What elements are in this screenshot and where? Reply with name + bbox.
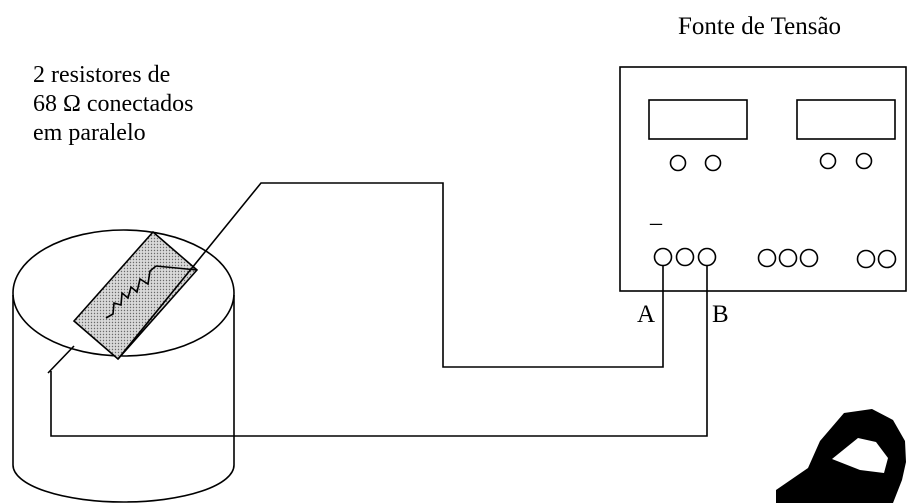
- terminals-group-3: [856, 249, 897, 269]
- terminal-icon: [799, 248, 819, 268]
- power-supply-title: Fonte de Tensão: [678, 13, 842, 40]
- resistor-label-line-1: 2 resistores de: [33, 62, 171, 88]
- resistor-label-line-3: em paralelo: [33, 120, 146, 146]
- watermark-logo: [776, 409, 906, 503]
- resistor-zigzag-symbol: [105, 265, 157, 319]
- terminal-a-label: A: [637, 301, 656, 328]
- wire-cylinder-to-terminal-b: [47, 266, 708, 437]
- cylinder-top-ellipse: [12, 229, 235, 357]
- power-supply: [619, 66, 907, 292]
- terminal-icon: [675, 247, 695, 267]
- watermark-gap: [832, 438, 888, 473]
- terminals-group-1: [653, 247, 717, 267]
- knob-icon: [819, 152, 837, 170]
- resistor-body: [72, 230, 199, 361]
- display-right: [796, 99, 896, 140]
- display-left: [648, 99, 748, 140]
- terminal-icon: [856, 249, 876, 269]
- terminal-icon: [778, 248, 798, 268]
- terminal-b-icon: [697, 247, 717, 267]
- wire-resistor-to-terminal-a: [117, 182, 664, 368]
- terminal-b-label: B: [712, 301, 729, 328]
- knobs-right: [819, 152, 873, 170]
- power-supply-box: [619, 66, 907, 292]
- cylinder-bottom-edge: [12, 464, 235, 503]
- resistor-label-line-2: 68 Ω conectados: [33, 91, 194, 117]
- terminal-a-icon: [653, 247, 673, 267]
- negative-terminal-mark: _: [650, 202, 662, 228]
- knob-icon: [669, 154, 687, 172]
- terminal-icon: [877, 249, 897, 269]
- wire-resistor-to-terminal-b: [155, 265, 198, 271]
- knobs-left: [669, 154, 722, 172]
- knob-icon: [704, 154, 722, 172]
- terminals-group-2: [757, 248, 819, 268]
- wiring: [47, 182, 708, 437]
- resistor-package: [72, 230, 199, 361]
- terminal-icon: [757, 248, 777, 268]
- knob-icon: [855, 152, 873, 170]
